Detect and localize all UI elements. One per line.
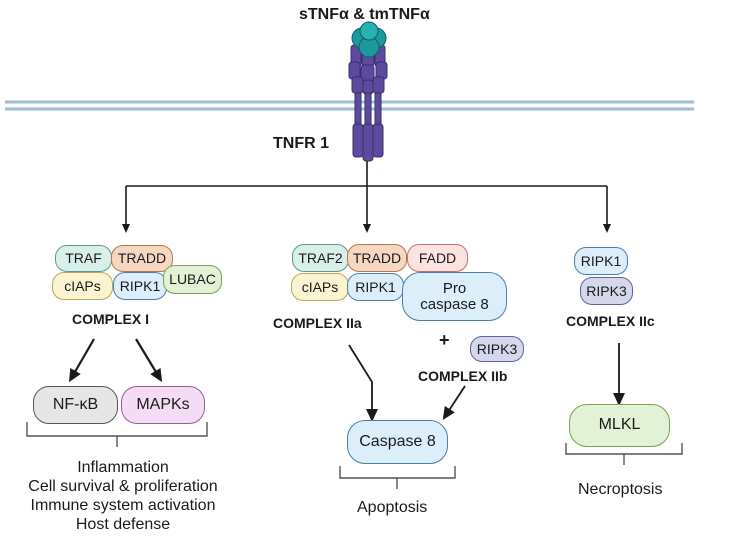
nfkb-box: NF-κB bbox=[33, 386, 118, 424]
tradd-protein: TRADD bbox=[111, 245, 173, 272]
procaspase8-protein: Pro caspase 8 bbox=[402, 272, 507, 321]
mapks-box: MAPKs bbox=[121, 386, 205, 424]
ripk1-protein-2a: RIPK1 bbox=[347, 273, 404, 301]
procaspase8-line2: caspase 8 bbox=[420, 295, 489, 313]
brackets bbox=[26, 422, 683, 489]
complex1-outcomes: Inflammation Cell survival & proliferati… bbox=[0, 458, 246, 534]
necroptosis-outcome: Necroptosis bbox=[578, 481, 663, 498]
ripk1-protein: RIPK1 bbox=[113, 272, 167, 300]
traf-protein: TRAF bbox=[55, 245, 112, 272]
outcome-inflammation: Inflammation bbox=[77, 459, 169, 476]
ciaps-protein: cIAPs bbox=[52, 272, 113, 300]
ripk1-protein-2c: RIPK1 bbox=[574, 247, 628, 275]
complex2a-title: COMPLEX IIa bbox=[273, 315, 362, 331]
plus-sign: + bbox=[439, 330, 450, 350]
receptor-label: TNFR 1 bbox=[273, 135, 329, 152]
complex2b-title: COMPLEX IIb bbox=[418, 368, 508, 384]
outcome-host-defense: Host defense bbox=[75, 516, 171, 533]
lubac-protein: LUBAC bbox=[163, 265, 222, 294]
cell-membrane bbox=[5, 100, 694, 111]
caspase8-box: Caspase 8 bbox=[347, 420, 448, 464]
tnf-ligand-icon bbox=[351, 21, 387, 58]
ligand-title: sTNFα & tmTNFα bbox=[299, 6, 430, 23]
fadd-protein: FADD bbox=[407, 244, 468, 272]
complex1-title: COMPLEX I bbox=[72, 311, 150, 327]
tradd-protein-2a: TRADD bbox=[347, 244, 407, 272]
ripk3-protein-2b: RIPK3 bbox=[470, 336, 524, 362]
apoptosis-arrows bbox=[348, 344, 466, 422]
traf2-protein: TRAF2 bbox=[292, 244, 349, 272]
branch-arrows bbox=[122, 161, 611, 233]
ripk3-protein-2c: RIPK3 bbox=[580, 277, 633, 305]
ciaps-protein-2a: cIAPs bbox=[291, 273, 349, 301]
procaspase8-line1: Pro bbox=[442, 279, 467, 297]
apoptosis-outcome: Apoptosis bbox=[357, 499, 428, 516]
outcome-cell-survival: Cell survival & proliferation bbox=[28, 478, 218, 495]
mlkl-box: MLKL bbox=[569, 404, 670, 447]
outcome-immune-activation: Immune system activation bbox=[30, 497, 216, 514]
tnfr1-receptor-icon bbox=[348, 44, 388, 162]
complex1-output-arrows bbox=[68, 338, 163, 383]
complex2c-title: COMPLEX IIc bbox=[566, 313, 655, 329]
